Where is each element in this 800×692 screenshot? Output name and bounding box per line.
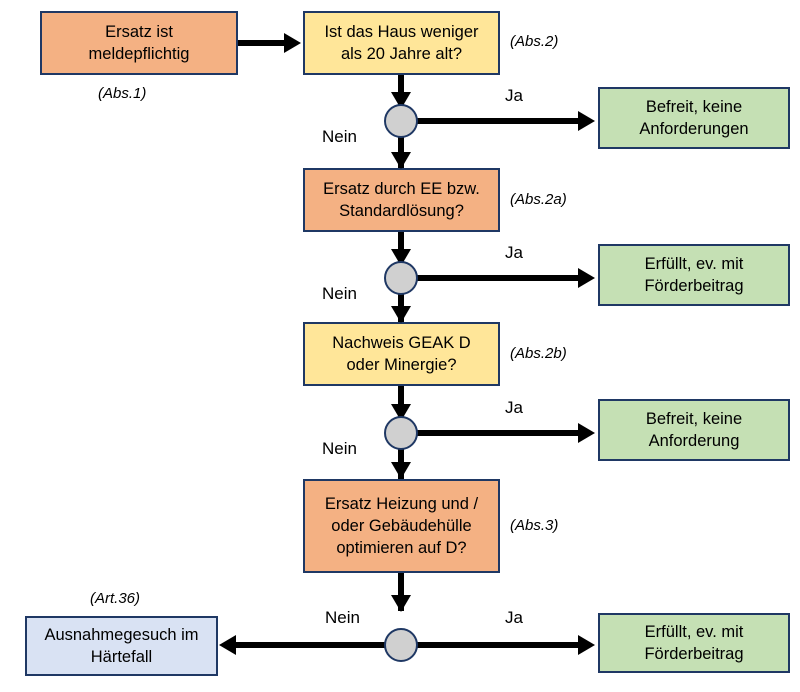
arrowhead-q4-to-junction4 — [391, 595, 411, 612]
node-q3: Nachweis GEAK D oder Minergie? — [303, 322, 500, 386]
edge-label-no-4: Nein — [325, 608, 360, 627]
connector-junction3-to-out3 — [415, 430, 582, 436]
connector-junction4-to-out4 — [415, 642, 582, 648]
junction-1 — [384, 104, 418, 138]
junction-4 — [384, 628, 418, 662]
connector-q3-to-junction3 — [398, 386, 404, 417]
edge-label-no-1: Nein — [322, 127, 357, 146]
node-out3-label: Befreit, keine Anforderung — [645, 409, 743, 450]
node-out3: Befreit, keine Anforderung — [598, 399, 790, 461]
node-out2-label: Erfüllt, ev. mit Förderbeitrag — [644, 254, 744, 295]
arrowhead-junction2-to-q3 — [391, 306, 411, 323]
ref-q2: (Abs.2a) — [510, 191, 567, 208]
ref-out5: (Art.36) — [90, 590, 141, 607]
arrowhead-junction3-to-out3 — [578, 423, 595, 443]
arrowhead-junction1-to-out1 — [578, 111, 595, 131]
edge-label-yes-4: Ja — [505, 608, 523, 627]
node-q4-label: Ersatz Heizung und / oder Gebäudehülle o… — [324, 494, 479, 558]
connector-junction1-to-out1 — [415, 118, 582, 124]
junction-2 — [384, 261, 418, 295]
connector-junction1-to-q2 — [398, 133, 404, 168]
node-out5: Ausnahmegesuch im Härtefall — [25, 616, 218, 676]
connector-q2-to-junction2 — [398, 232, 404, 262]
arrowhead-start-to-q1 — [284, 33, 301, 53]
node-q3-label: Nachweis GEAK D oder Minergie? — [332, 333, 471, 374]
ref-start: (Abs.1) — [98, 85, 147, 102]
ref-q4: (Abs.3) — [510, 517, 559, 534]
node-q1-label: Ist das Haus weniger als 20 Jahre alt? — [324, 22, 479, 63]
node-start: Ersatz ist meldepflichtig — [40, 11, 238, 75]
connector-q4-to-junction4 — [398, 573, 404, 611]
connector-q1-to-junction1 — [398, 75, 404, 105]
node-q2: Ersatz durch EE bzw. Standardlösung? — [303, 168, 500, 232]
node-q1: Ist das Haus weniger als 20 Jahre alt? — [303, 11, 500, 75]
node-out1: Befreit, keine Anforderungen — [598, 87, 790, 149]
edge-label-no-3: Nein — [322, 439, 357, 458]
node-q2-label: Ersatz durch EE bzw. Standardlösung? — [323, 179, 480, 220]
arrowhead-junction2-to-out2 — [578, 268, 595, 288]
ref-q1: (Abs.2) — [510, 33, 559, 50]
edge-label-yes-3: Ja — [505, 398, 523, 417]
edge-label-yes-2: Ja — [505, 243, 523, 262]
node-q4: Ersatz Heizung und / oder Gebäudehülle o… — [303, 479, 500, 573]
connector-start-to-q1 — [238, 40, 286, 46]
junction-3 — [384, 416, 418, 450]
connector-junction2-to-out2 — [415, 275, 582, 281]
node-start-label: Ersatz ist meldepflichtig — [88, 22, 190, 63]
edge-label-no-2: Nein — [322, 284, 357, 303]
edge-label-yes-1: Ja — [505, 86, 523, 105]
node-out4-label: Erfüllt, ev. mit Förderbeitrag — [644, 622, 744, 663]
node-out5-label: Ausnahmegesuch im Härtefall — [44, 625, 199, 666]
node-out4: Erfüllt, ev. mit Förderbeitrag — [598, 613, 790, 673]
arrowhead-junction3-to-q4 — [391, 462, 411, 479]
connector-junction4-to-out5 — [236, 642, 388, 648]
node-out2: Erfüllt, ev. mit Förderbeitrag — [598, 244, 790, 306]
node-out1-label: Befreit, keine Anforderungen — [639, 97, 749, 138]
arrowhead-junction1-to-q2 — [391, 152, 411, 169]
arrowhead-junction4-to-out5 — [219, 635, 236, 655]
ref-q3: (Abs.2b) — [510, 345, 567, 362]
arrowhead-junction4-to-out4 — [578, 635, 595, 655]
